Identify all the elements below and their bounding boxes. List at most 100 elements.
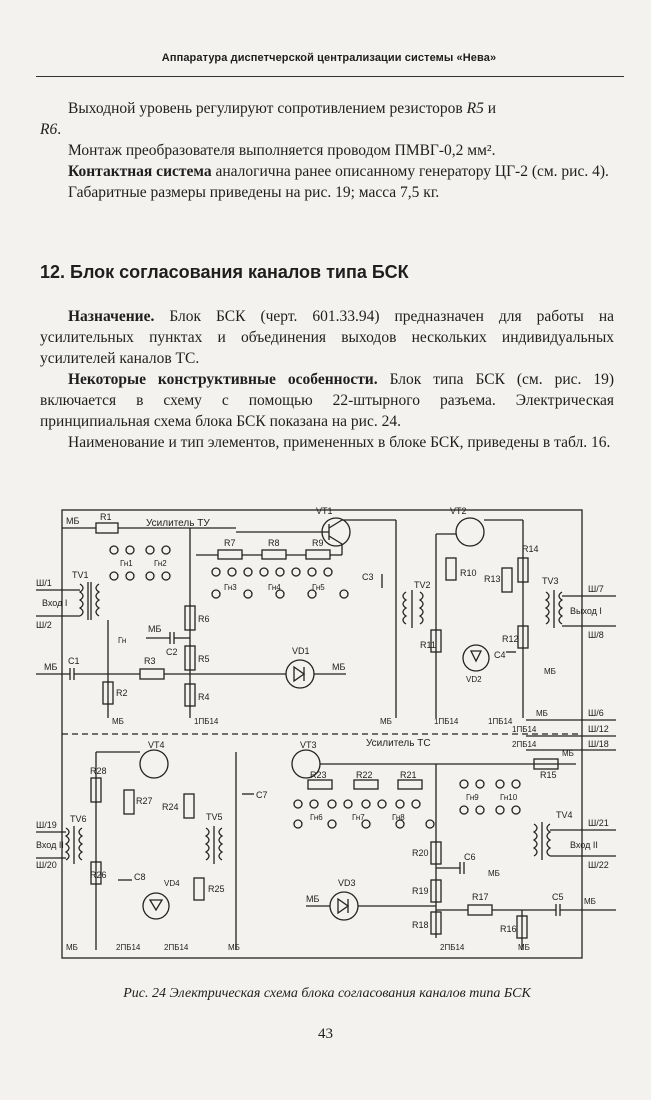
label-r17: R17 [472, 892, 489, 902]
label-gn1: Гн1 [120, 559, 133, 568]
resistor-r1 [95, 522, 119, 534]
label-2pb14-3: 2ПБ14 [164, 943, 189, 952]
paragraph-mounting: Монтаж преобразователя выполняется прово… [68, 142, 496, 159]
label-vt2: VT2 [450, 506, 467, 516]
transistor-vt2 [455, 517, 485, 547]
diode-bridge-vd1 [285, 659, 315, 689]
figure-caption: Рис. 24 Электрическая схема блока соглас… [123, 986, 531, 1001]
label-c8: C8 [134, 872, 146, 882]
label-vd1: VD1 [292, 646, 310, 656]
resistor-r22 [353, 779, 379, 790]
label-2pb14-1: 2ПБ14 [512, 740, 537, 749]
label-r28: R28 [90, 766, 107, 776]
label-r6: R6 [198, 614, 210, 624]
transformer-tv3 [544, 591, 550, 625]
label-mb-13: МБ [306, 894, 319, 904]
diode-vd3-symbol [337, 897, 350, 915]
label-r8: R8 [268, 538, 280, 548]
label-tv4: TV4 [556, 810, 573, 820]
label-mb-3: МБ [44, 662, 57, 672]
label-sh20: Ш/20 [36, 860, 57, 870]
label-r20: R20 [412, 848, 429, 858]
para5-text: Блок БСК (черт. 601.33.94) предназначен … [40, 308, 614, 367]
label-mb-15: МБ [584, 897, 596, 906]
label-r21: R21 [400, 770, 417, 780]
label-gn: Гн [118, 636, 126, 645]
transformer-tv5-secondary [218, 827, 224, 861]
label-r15: R15 [540, 770, 557, 780]
label-r11: R11 [420, 640, 436, 650]
transformer-tv4-secondary [546, 823, 552, 857]
resistor-r15 [533, 758, 559, 770]
label-vd2: VD2 [466, 675, 482, 684]
label-sh22: Ш/22 [588, 860, 609, 870]
running-header: Аппаратура диспетчерской централизации с… [161, 52, 497, 64]
para1-end: . [57, 121, 62, 138]
sockets-gn9-gn10 [459, 779, 521, 815]
label-r26: R26 [90, 870, 107, 880]
paragraph-output-level: Выходной уровень регулируют сопротивлени… [40, 98, 614, 140]
paragraph-purpose: Назначение. Блок БСК (черт. 601.33.94) п… [40, 306, 614, 369]
label-mb-9: МБ [66, 943, 78, 952]
label-2pb14-2: 2ПБ14 [116, 943, 141, 952]
label-r12: R12 [502, 634, 519, 644]
label-r7: R7 [224, 538, 236, 548]
label-1pb14-2: 1ПБ14 [434, 717, 459, 726]
label-sh6: Ш/6 [588, 708, 604, 718]
transformer-tv2 [402, 591, 408, 625]
transformer-tv4 [532, 823, 538, 857]
label-mb-7: МБ [544, 667, 556, 676]
resistor-r8 [261, 549, 287, 560]
label-sh2: Ш/2 [36, 620, 52, 630]
label-mb-12: МБ [488, 869, 500, 878]
header-rule [36, 76, 624, 77]
label-gn10: Гн10 [500, 793, 518, 802]
label-r22: R22 [356, 770, 373, 780]
label-sh1: Ш/1 [36, 578, 52, 588]
label-mb-4: МБ [112, 717, 124, 726]
label-tv6: TV6 [70, 814, 87, 824]
wire [328, 519, 343, 529]
transformer-tv1 [78, 582, 101, 620]
label-mb-10: МБ [228, 943, 240, 952]
sockets-gn6-gn8 [293, 799, 435, 829]
label-c1: C1 [68, 656, 80, 666]
diode-vd4-symbol [148, 899, 164, 912]
label-gn5: Гн5 [312, 583, 325, 592]
label-1pb14-4: 1ПБ14 [512, 725, 537, 734]
resistor-r6 [184, 605, 196, 631]
label-gn3: Гн3 [224, 583, 237, 592]
label-sh18: Ш/18 [588, 739, 609, 749]
para3-bold: Контактная система [68, 163, 212, 180]
label-r24: R24 [162, 802, 179, 812]
label-r27: R27 [136, 796, 153, 806]
para1-r5: R5 [466, 100, 484, 117]
transformer-tv2-secondary [418, 591, 424, 625]
sockets-gn1-gn2 [109, 545, 171, 581]
label-input1: Вход I [42, 598, 67, 608]
label-tv2: TV2 [414, 580, 431, 590]
label-input2: Вход II [36, 840, 64, 850]
label-c4: C4 [494, 650, 506, 660]
label-r23: R23 [310, 770, 327, 780]
transistor-vt4 [139, 749, 169, 779]
para1-text: Выходной уровень регулируют сопротивлени… [68, 100, 467, 117]
label-r2: R2 [116, 688, 128, 698]
resistor-r19 [430, 879, 442, 903]
text-block-2: Назначение. Блок БСК (черт. 601.33.94) п… [40, 306, 614, 453]
label-tv5: TV5 [206, 812, 223, 822]
resistor-r27 [123, 789, 135, 815]
label-output2: Вход II [570, 840, 598, 850]
label-gn7: Гн7 [352, 813, 365, 822]
resistor-r17 [467, 904, 493, 916]
resistor-r25 [193, 877, 205, 901]
para1-r6: R6 [40, 121, 58, 138]
label-r5: R5 [198, 654, 210, 664]
label-r13: R13 [484, 574, 501, 584]
label-mb-5: МБ [332, 662, 345, 672]
paragraph-dimensions: Габаритные размеры приведены на рис. 19;… [68, 184, 440, 201]
label-sh19: Ш/19 [36, 820, 57, 830]
label-amp-tc: Усилитель ТС [366, 738, 431, 749]
label-r19: R19 [412, 886, 429, 896]
page-number: 43 [318, 1026, 333, 1042]
